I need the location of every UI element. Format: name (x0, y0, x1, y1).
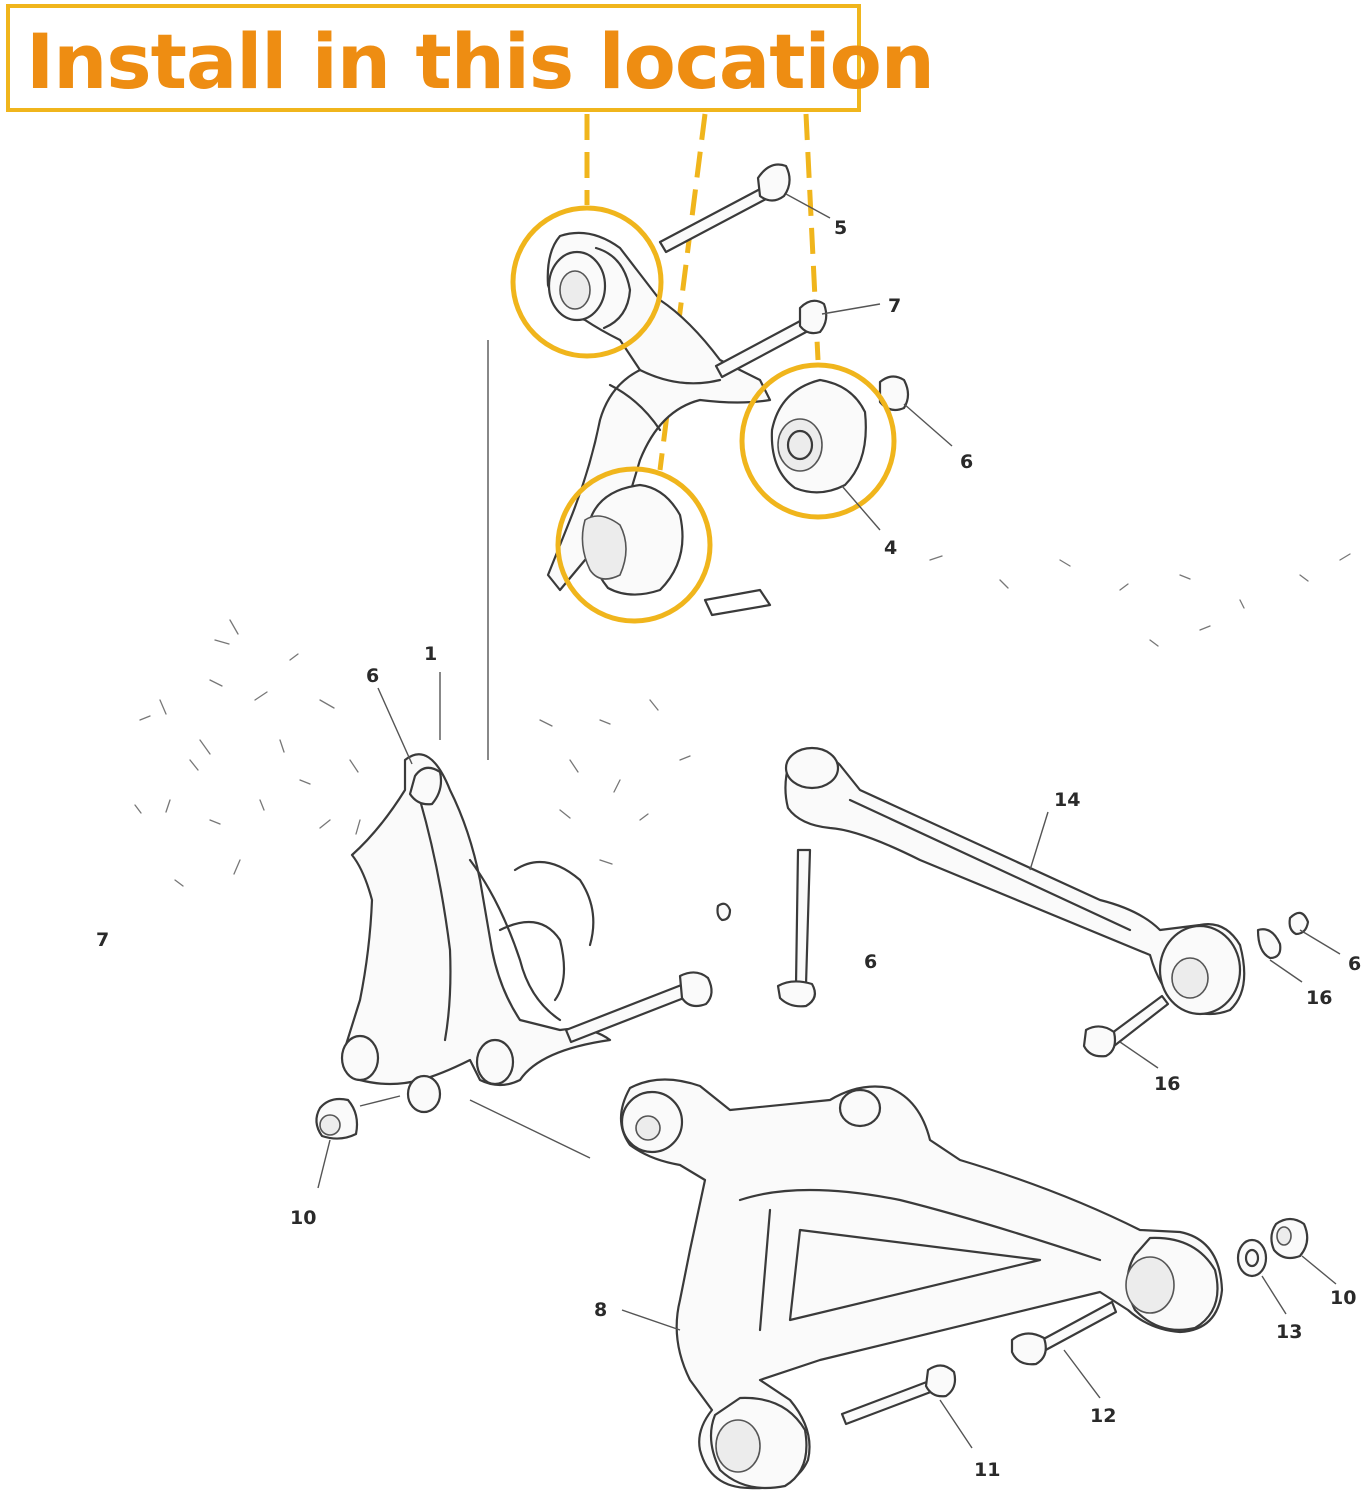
install-location-banner: Install in this location (6, 4, 935, 112)
bolt-16 (1082, 994, 1170, 1058)
callout-12: 12 (1090, 1405, 1116, 1427)
lower-control-arm-8 (620, 1078, 1224, 1490)
callout-16-right: 16 (1306, 987, 1332, 1009)
callout-14: 14 (1054, 789, 1080, 811)
bolt-7-upper (714, 299, 828, 379)
callout-labels: 5 7 6 4 1 6 7 14 6 16 16 6 10 8 10 13 12… (96, 217, 1361, 1481)
callout-1: 1 (424, 643, 437, 665)
callout-6-bolt: 6 (864, 951, 877, 973)
link-14 (784, 746, 1246, 1016)
callout-10-right: 10 (1330, 1287, 1356, 1309)
callout-6-upper: 6 (960, 451, 973, 473)
callout-4: 4 (884, 537, 897, 559)
bolt-5 (658, 163, 791, 254)
bushing-10-left (315, 1097, 359, 1140)
callout-11: 11 (974, 1459, 1000, 1481)
bushing-10-right (1270, 1217, 1309, 1260)
install-highlight-rings (510, 205, 897, 624)
bolt-12 (1010, 1300, 1118, 1366)
knuckle-1 (340, 753, 612, 1114)
washer-16-right (1256, 911, 1310, 960)
bolt-11 (840, 1364, 957, 1426)
callout-6-right: 6 (1348, 953, 1361, 975)
callout-7-upper: 7 (888, 295, 901, 317)
callout-5: 5 (834, 217, 847, 239)
callout-8: 8 (594, 1299, 607, 1321)
callout-16-bolt: 16 (1154, 1073, 1180, 1095)
washer-13 (1236, 1238, 1268, 1278)
callout-13: 13 (1276, 1321, 1302, 1343)
bolt-knuckle (564, 902, 732, 1044)
leader-lines (317, 193, 1341, 1449)
upper-control-arm (546, 231, 867, 617)
faded-knuckle-details (134, 553, 1351, 887)
callout-10-left: 10 (290, 1207, 316, 1229)
banner-title: Install in this location (26, 17, 935, 106)
callout-7-left: 7 (96, 929, 109, 951)
callout-6-knuckle: 6 (366, 665, 379, 687)
bolt-vertical (776, 848, 817, 1008)
